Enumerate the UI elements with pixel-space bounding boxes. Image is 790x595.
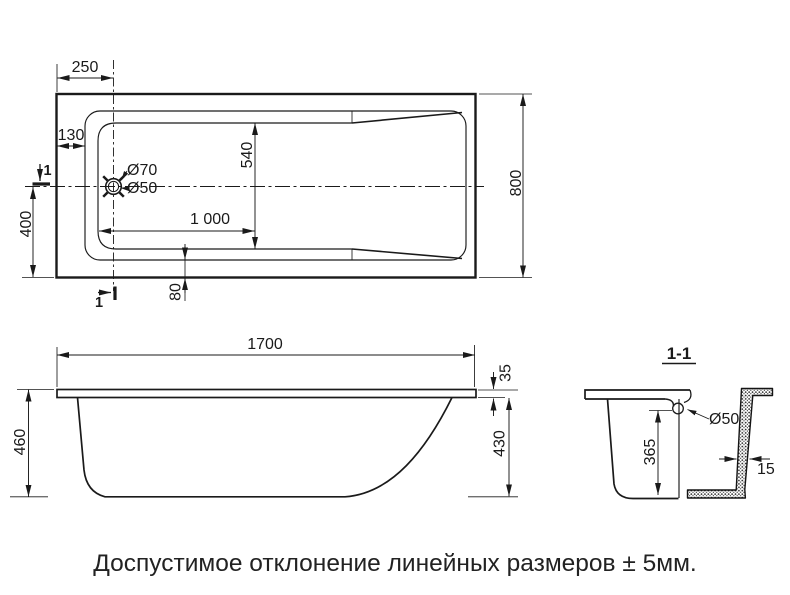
dim-365-label: 365 <box>642 439 659 466</box>
section-mark-bottom: 1 <box>95 286 117 311</box>
section-cut-wall-hatched <box>686 387 774 499</box>
drain-outer-dia-label: Ø70 <box>127 162 157 179</box>
section-drain-dia-label: Ø50 <box>709 411 739 428</box>
dim-250-label: 250 <box>72 59 99 76</box>
tub-body-profile <box>76 397 453 498</box>
dim-80-label: 80 <box>168 283 185 301</box>
tub-waterline-outline <box>84 110 467 261</box>
dim-540-label: 540 <box>239 142 256 169</box>
section-mark-top-label: 1 <box>43 163 51 179</box>
dim-15-label: 15 <box>757 461 775 478</box>
section-mark-bottom-label: 1 <box>95 295 103 311</box>
dim-460-label: 460 <box>12 429 29 456</box>
dim-400-label: 400 <box>18 211 35 238</box>
backrest-taper-top <box>351 111 463 124</box>
section-view: 1-1 365 Ø50 15 <box>584 344 775 500</box>
tub-floor-outline <box>97 122 352 250</box>
rim-profile <box>56 388 477 399</box>
section-title: 1-1 <box>667 344 692 363</box>
dim-430-label: 430 <box>492 430 509 457</box>
dim-130-label: 130 <box>58 127 85 144</box>
tolerance-caption: Доспустимое отклонение линейных размеров… <box>93 550 697 577</box>
section-drain-hole <box>672 402 684 415</box>
dim-35-label: 35 <box>498 364 515 382</box>
plan-view: 250 130 Ø70 Ø50 540 1 000 400 80 800 <box>18 59 532 311</box>
side-view: 1700 35 430 460 <box>10 336 518 498</box>
section-left-wall <box>606 398 679 500</box>
dim-1700-label: 1700 <box>247 336 283 353</box>
backrest-taper-bottom <box>351 248 463 260</box>
section-left-rim <box>584 389 690 399</box>
section-mark-top: 1 <box>32 163 52 186</box>
dim-1000-label: 1 000 <box>190 211 230 228</box>
dim-800-label: 800 <box>508 170 525 197</box>
tub-outer-outline <box>55 92 477 279</box>
drain-inner-dia-label: Ø50 <box>127 180 157 197</box>
